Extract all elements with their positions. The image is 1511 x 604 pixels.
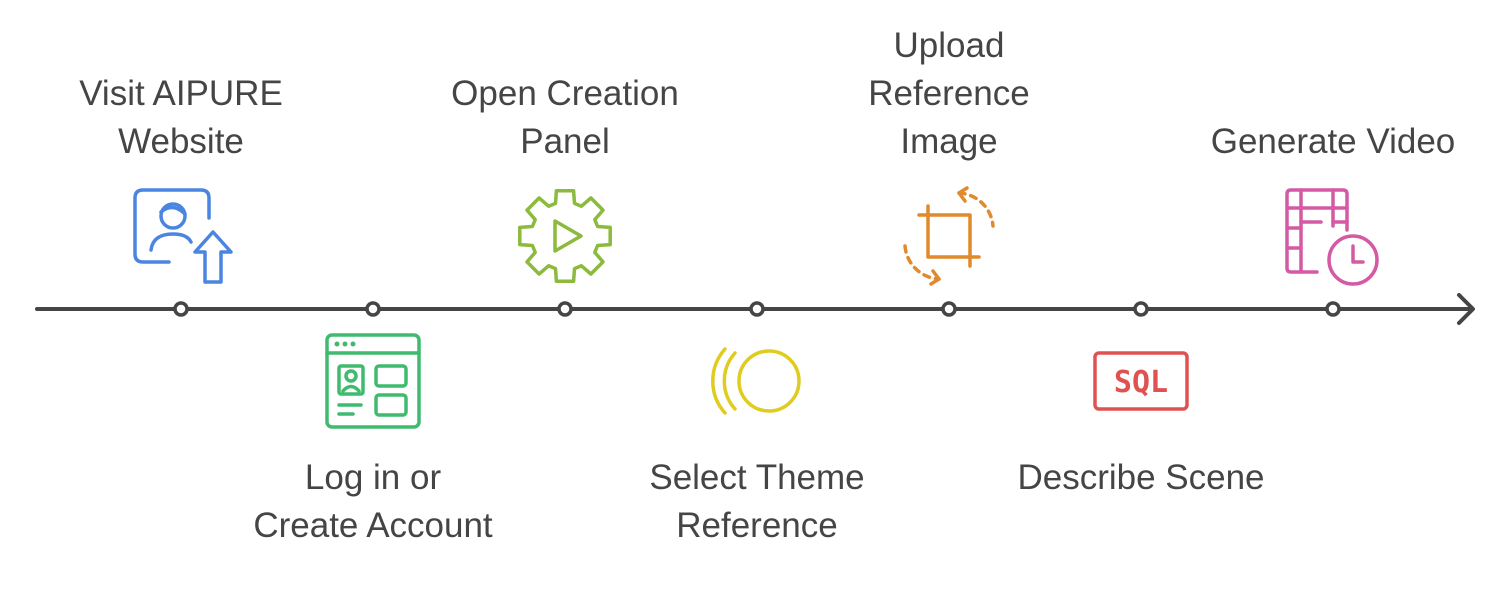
sql-box-icon: SQL bbox=[1093, 351, 1189, 411]
browser-dot bbox=[342, 341, 348, 347]
step-label-line: Reference bbox=[676, 506, 838, 545]
timeline-marker-log-in bbox=[365, 301, 381, 317]
user-upload-icon bbox=[133, 188, 233, 284]
concentric-circles-icon bbox=[711, 347, 801, 415]
step-label-line: Select Theme bbox=[649, 458, 865, 497]
step-label-describe-scene: Describe Scene bbox=[991, 454, 1291, 502]
step-label-line: Visit AIPURE bbox=[79, 74, 283, 113]
timeline-icons: SQL bbox=[133, 186, 1379, 429]
step-label-line: Log in or bbox=[304, 458, 442, 497]
browser-dot bbox=[350, 341, 356, 347]
timeline-markers bbox=[173, 301, 1341, 317]
film-clock-icon bbox=[1285, 188, 1379, 286]
gear-play-icon bbox=[518, 189, 612, 283]
timeline-marker-describe-scene bbox=[1133, 301, 1149, 317]
browser-profile-icon bbox=[325, 333, 421, 429]
browser-dot bbox=[334, 341, 340, 347]
step-label-log-in: Log in or Create Account bbox=[223, 454, 523, 550]
step-label-generate-video: Generate Video bbox=[1183, 118, 1483, 166]
step-label-line: Reference bbox=[868, 74, 1030, 113]
timeline-marker-open-panel bbox=[557, 301, 573, 317]
timeline-marker-visit-website bbox=[173, 301, 189, 317]
sql-text: SQL bbox=[1114, 365, 1168, 400]
timeline-marker-select-theme bbox=[749, 301, 765, 317]
step-label-line: Open Creation bbox=[451, 74, 679, 113]
step-label-line: Panel bbox=[520, 122, 610, 161]
step-label-line: Website bbox=[118, 122, 244, 161]
step-label-line: Create Account bbox=[253, 506, 493, 545]
step-label-line: Upload bbox=[893, 26, 1005, 65]
timeline-marker-generate-video bbox=[1325, 301, 1341, 317]
timeline-arrowhead bbox=[1457, 293, 1475, 325]
timeline-marker-upload-image bbox=[941, 301, 957, 317]
step-label-line: Image bbox=[900, 122, 998, 161]
step-label-visit-website: Visit AIPURE Website bbox=[31, 70, 331, 166]
step-label-line: Describe Scene bbox=[1017, 458, 1265, 497]
step-label-line: Generate Video bbox=[1210, 122, 1456, 161]
crop-rotate-icon bbox=[903, 186, 995, 286]
